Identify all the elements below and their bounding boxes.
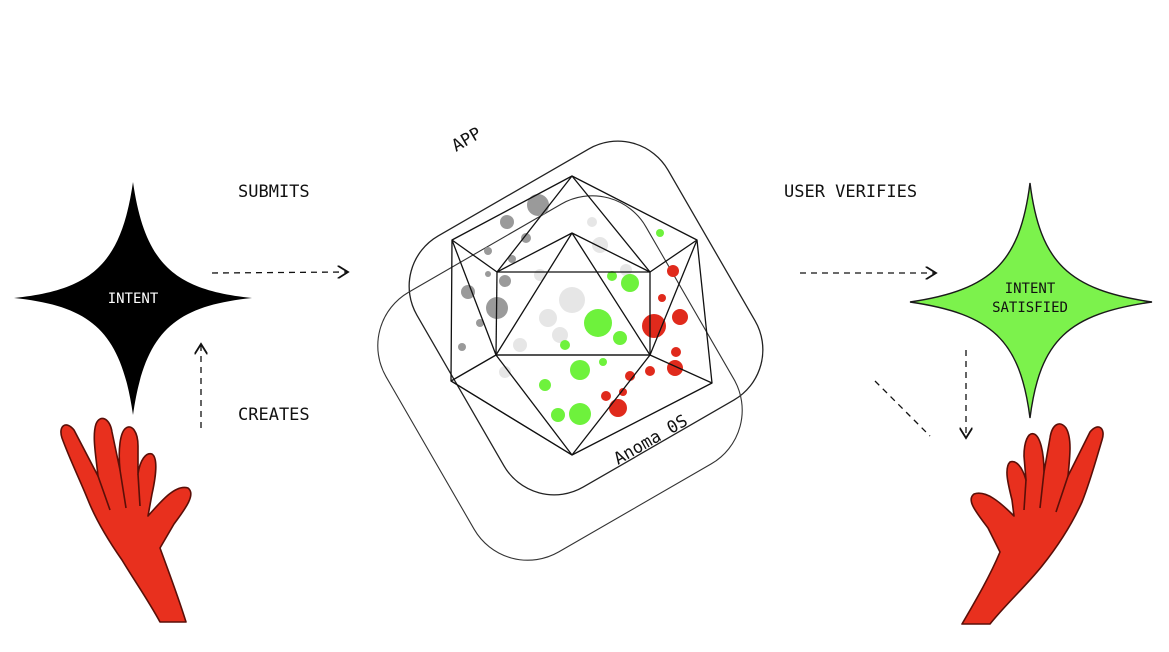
dots-green [539, 229, 664, 425]
intent-label: INTENT [108, 291, 159, 307]
left-hand-icon [60, 417, 192, 623]
intent-star-group: INTENT [14, 182, 252, 415]
intent-satisfied-star-icon [909, 182, 1153, 419]
icosahedron [450, 175, 713, 456]
app-boundary [408, 140, 764, 496]
dots-gray [458, 194, 549, 351]
dots-light [499, 217, 632, 378]
anoma-os-boundary [377, 195, 743, 561]
user-verifies-label: USER VERIFIES [784, 182, 917, 202]
dots-red [601, 265, 688, 417]
creates-label: CREATES [238, 405, 310, 425]
right-hand-icon [961, 423, 1104, 625]
diagonal-dashed-line [874, 380, 931, 437]
submits-label: SUBMITS [238, 182, 310, 202]
app-label: APP [449, 124, 486, 157]
intent-satisfied-star-group: INTENT SATISFIED [909, 182, 1153, 419]
intent-star-icon [14, 182, 252, 415]
intent-satisfied-line1: INTENT [1005, 281, 1056, 297]
submits-arrow [211, 272, 348, 273]
anoma-os-label: Anoma 0S [611, 411, 692, 469]
intent-satisfied-line2: SATISFIED [992, 300, 1068, 316]
